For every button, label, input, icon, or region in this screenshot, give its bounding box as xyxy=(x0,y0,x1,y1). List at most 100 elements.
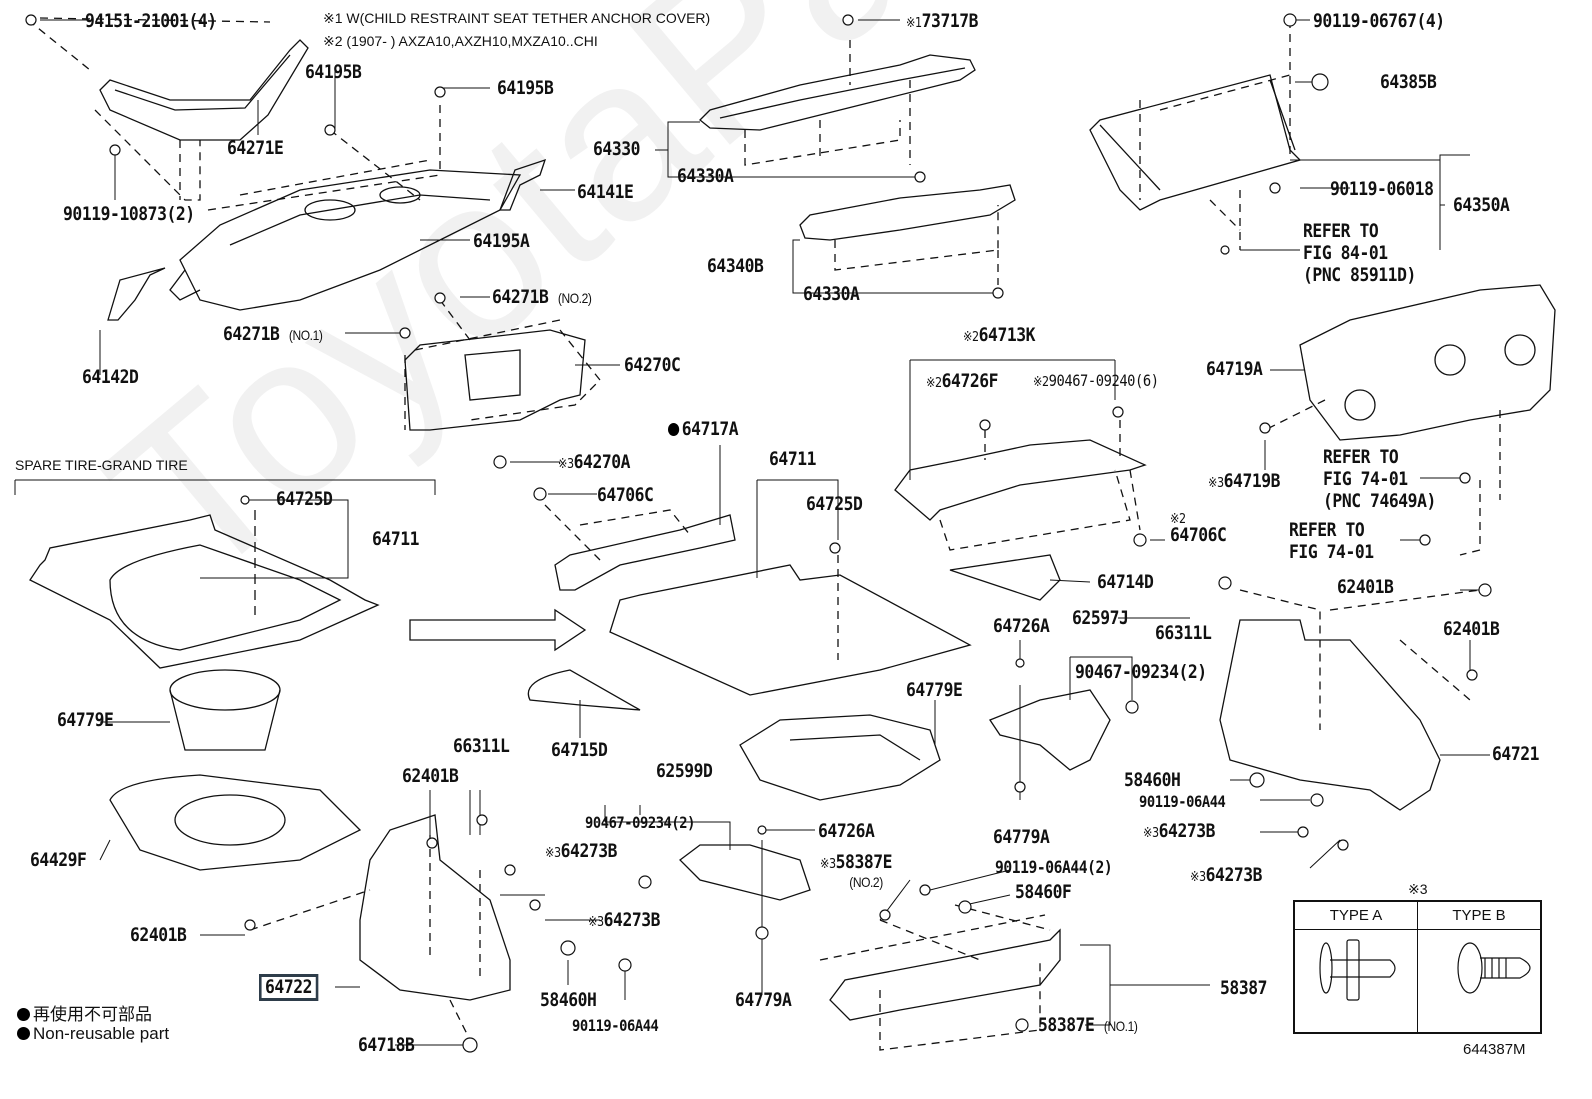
part-label-58387E-no1[interactable]: 58387E (NO.1) xyxy=(1038,1016,1138,1035)
part-number: 90467-09240(6) xyxy=(1048,371,1159,390)
part-label-90119-06018[interactable]: 90119-06018 xyxy=(1330,178,1434,200)
part-label-58387E-no2[interactable]: ※358387E (NO.2) xyxy=(820,853,893,890)
part-label-90467-09240[interactable]: ※290467-09240(6) xyxy=(1033,371,1159,390)
part-label-58387[interactable]: 58387 xyxy=(1220,977,1268,999)
part-label-64330A[interactable]: 64330A xyxy=(677,165,734,187)
part-label-64715D[interactable]: 64715D xyxy=(551,739,608,761)
refer-fig-74-01[interactable]: REFER TO FIG 74-01 xyxy=(1289,521,1374,562)
part-label-90119-06A44[interactable]: 90119-06A44 xyxy=(1139,792,1226,811)
part-variant: (NO.2) xyxy=(849,874,883,890)
note-mark: ※3 xyxy=(1190,870,1206,885)
part-label-64779E[interactable]: 64779E xyxy=(906,679,963,701)
part-label-90119-06A44[interactable]: 90119-06A44 xyxy=(572,1016,659,1035)
type-table-mark: ※3 xyxy=(1408,881,1428,897)
part-label-64713K[interactable]: ※264713K xyxy=(963,326,1036,345)
note-mark: ※3 xyxy=(1143,826,1159,841)
refer-fig-84-01[interactable]: REFER TO FIG 84-01 (PNC 85911D) xyxy=(1303,222,1416,285)
part-64722-trim xyxy=(249,814,511,1041)
part-label-64706C-right[interactable]: ※2 64706C xyxy=(1170,513,1227,546)
part-64779E-tray xyxy=(739,714,941,801)
part-label-64195A[interactable]: 64195A xyxy=(473,230,530,252)
part-number: 64717A xyxy=(681,418,739,440)
part-label-64717A[interactable]: 64717A xyxy=(668,418,739,440)
part-label-62597J[interactable]: 62597J xyxy=(1072,607,1129,629)
part-58387-plate xyxy=(819,904,1061,1051)
refer-line: REFER TO xyxy=(1303,220,1379,242)
part-label-58460F[interactable]: 58460F xyxy=(1015,881,1072,903)
part-label-90119-10873[interactable]: 90119-10873(2) xyxy=(63,203,195,225)
part-label-64270A[interactable]: ※364270A xyxy=(558,451,631,473)
part-label-73717B[interactable]: ※173717B xyxy=(906,12,979,31)
note-2: ※2 (1907- ) AXZA10,AXZH10,MXZA10..CHI xyxy=(323,33,598,49)
refer-line: REFER TO xyxy=(1289,519,1365,541)
part-label-64725D[interactable]: 64725D xyxy=(276,488,333,510)
part-label-64271E[interactable]: 64271E xyxy=(227,137,284,159)
part-64429F-tray xyxy=(109,774,362,871)
refer-line: (PNC 74649A) xyxy=(1323,490,1436,512)
part-label-64722-highlighted[interactable]: 64722 xyxy=(259,974,319,1001)
part-label-90119-06A44-2[interactable]: 90119-06A44(2) xyxy=(995,858,1113,878)
part-label-58460H[interactable]: 58460H xyxy=(1124,769,1181,791)
part-label-64273B[interactable]: ※364273B xyxy=(588,911,661,930)
part-label-90467-09234[interactable]: 90467-09234(2) xyxy=(1075,661,1207,683)
part-label-64429F[interactable]: 64429F xyxy=(30,849,87,871)
part-label-58460H[interactable]: 58460H xyxy=(540,989,597,1011)
part-label-64726F[interactable]: ※264726F xyxy=(926,372,999,391)
part-64350A-tray xyxy=(1089,20,1302,250)
part-label-62401B[interactable]: 62401B xyxy=(130,924,187,946)
part-label-90119-06767[interactable]: 90119-06767(4) xyxy=(1313,10,1445,32)
part-label-64195B[interactable]: 64195B xyxy=(305,61,362,83)
part-label-64273B[interactable]: ※364273B xyxy=(1143,822,1216,841)
part-label-64706C[interactable]: 64706C xyxy=(597,484,654,506)
part-label-64385B[interactable]: 64385B xyxy=(1380,71,1437,93)
part-label-64711[interactable]: 64711 xyxy=(372,528,420,550)
part-64721-trim xyxy=(1219,589,1481,811)
part-62597J-tray xyxy=(989,689,1111,771)
note-mark: ※2 xyxy=(963,330,979,345)
part-label-64330[interactable]: 64330 xyxy=(593,138,641,160)
part-label-64273B[interactable]: ※364273B xyxy=(1190,864,1263,886)
part-label-64711[interactable]: 64711 xyxy=(769,448,817,470)
part-label-64721[interactable]: 64721 xyxy=(1492,743,1540,765)
part-number: 64273B xyxy=(1205,864,1263,886)
part-number: 64270A xyxy=(573,451,631,473)
part-number: 64706C xyxy=(1170,524,1227,546)
part-label-62401B[interactable]: 62401B xyxy=(1443,618,1500,640)
legend-jp: 再使用不可部品 xyxy=(17,1000,152,1025)
part-label-64271B-no2[interactable]: 64271B (NO.2) xyxy=(492,288,592,307)
part-label-66311L[interactable]: 66311L xyxy=(1155,622,1212,644)
part-label-64714D[interactable]: 64714D xyxy=(1097,571,1154,593)
part-label-64718B[interactable]: 64718B xyxy=(358,1034,415,1056)
part-label-64142D[interactable]: 64142D xyxy=(82,366,139,388)
part-label-64271B-no1[interactable]: 64271B (NO.1) xyxy=(223,325,323,344)
part-variant: (NO.2) xyxy=(557,290,592,306)
part-label-64273B[interactable]: ※364273B xyxy=(545,842,618,861)
part-label-64350A[interactable]: 64350A xyxy=(1453,194,1510,216)
part-label-64725D[interactable]: 64725D xyxy=(806,493,863,515)
part-label-64141E[interactable]: 64141E xyxy=(577,181,634,203)
note-mark: ※3 xyxy=(588,915,604,930)
part-label-62401B[interactable]: 62401B xyxy=(402,765,459,787)
non-reusable-dot-icon xyxy=(17,1027,30,1040)
fastener-type-table: TYPE A TYPE B xyxy=(1293,900,1542,1034)
part-label-64270C[interactable]: 64270C xyxy=(624,354,681,376)
refer-fig-74-01-pnc[interactable]: REFER TO FIG 74-01 (PNC 74649A) xyxy=(1323,448,1436,511)
part-label-64726A[interactable]: 64726A xyxy=(993,615,1050,637)
part-label-64779E[interactable]: 64779E xyxy=(57,709,114,731)
part-label-64719B[interactable]: ※364719B xyxy=(1208,472,1281,491)
refer-line: (PNC 85911D) xyxy=(1303,264,1416,286)
part-label-62401B[interactable]: 62401B xyxy=(1337,576,1394,598)
part-64711-left-board xyxy=(29,510,380,669)
part-label-90467-09234[interactable]: 90467-09234(2) xyxy=(585,813,695,832)
part-label-64195B[interactable]: 64195B xyxy=(497,77,554,99)
part-label-64779A[interactable]: 64779A xyxy=(993,826,1050,848)
part-label-64779A[interactable]: 64779A xyxy=(735,989,792,1011)
part-label-64330A[interactable]: 64330A xyxy=(803,283,860,305)
part-label-66311L[interactable]: 66311L xyxy=(453,735,510,757)
part-label-64340B[interactable]: 64340B xyxy=(707,255,764,277)
part-label-64726A[interactable]: 64726A xyxy=(818,820,875,842)
part-label-64719A[interactable]: 64719A xyxy=(1206,358,1263,380)
part-label-94151-21001[interactable]: 94151-21001(4) xyxy=(85,10,217,32)
part-label-62599D[interactable]: 62599D xyxy=(656,760,713,782)
type-a-header: TYPE A xyxy=(1295,902,1417,930)
